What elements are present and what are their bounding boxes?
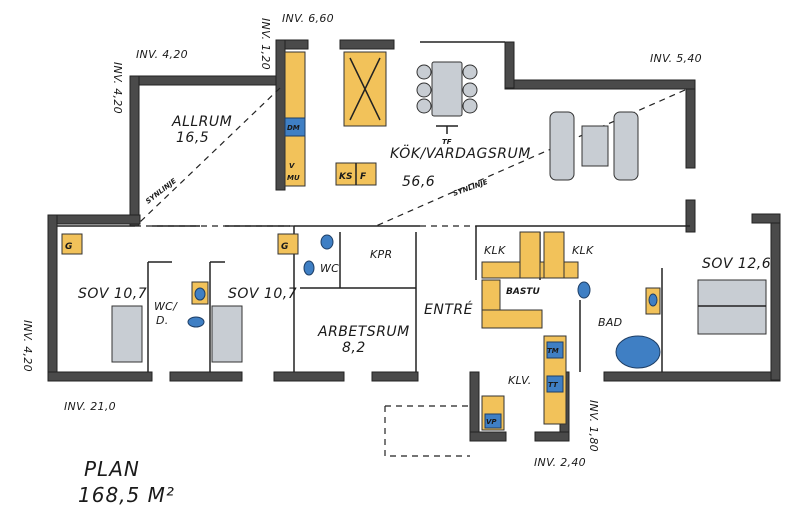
dim-inv-120-top: INV. 1,20 bbox=[259, 18, 272, 70]
dim-inv-540: INV. 5,40 bbox=[650, 52, 702, 65]
dishwasher-label: DM bbox=[287, 124, 300, 132]
room-allrum-name: ALLRUM bbox=[171, 114, 232, 130]
room-kpr: KPR bbox=[370, 248, 392, 261]
ks-label: KS bbox=[339, 172, 352, 182]
dim-inv-240: INV. 2,40 bbox=[534, 456, 586, 469]
room-entre: ENTRÉ bbox=[424, 301, 473, 318]
sightline-label-2: SYNLINJE bbox=[452, 178, 489, 198]
exterior-walls bbox=[47, 39, 781, 442]
tm-label: TM bbox=[547, 347, 559, 355]
tt-label: TT bbox=[548, 381, 559, 389]
dim-inv-420-left: INV. 4,20 bbox=[111, 62, 124, 114]
tf-label: TF bbox=[442, 138, 452, 146]
v-label: V bbox=[289, 162, 295, 170]
dim-inv-420-top: INV. 4,20 bbox=[136, 48, 188, 61]
room-arbetsrum-area: 8,2 bbox=[342, 340, 366, 356]
dim-inv-660: INV. 6,60 bbox=[282, 12, 334, 25]
room-klk-2: KLK bbox=[572, 244, 594, 257]
room-allrum-area: 16,5 bbox=[176, 130, 209, 146]
room-klv: KLV. bbox=[508, 374, 532, 387]
bath-fixtures bbox=[61, 231, 767, 431]
g-label-1: G bbox=[65, 242, 72, 252]
vp-label: VP bbox=[486, 418, 497, 426]
room-kok-area: 56,6 bbox=[402, 174, 435, 190]
dim-inv-210: INV. 21,0 bbox=[64, 400, 116, 413]
room-arbetsrum-name: ARBETSRUM bbox=[317, 324, 410, 340]
kitchen-fixtures bbox=[284, 51, 387, 187]
room-wcd-b: D. bbox=[156, 314, 169, 327]
dining-table bbox=[416, 61, 478, 134]
f-label: F bbox=[360, 172, 367, 182]
room-bastu: BASTU bbox=[506, 287, 540, 297]
room-sov-3: SOV 12,6 bbox=[702, 256, 771, 272]
room-sov-1: SOV 10,7 bbox=[78, 286, 147, 302]
room-wcd-a: WC/ bbox=[154, 300, 178, 313]
plan-area: 168,5 M² bbox=[78, 483, 175, 507]
g-label-2: G bbox=[281, 242, 288, 252]
mu-label: MU bbox=[287, 174, 300, 182]
room-klk-1: KLK bbox=[484, 244, 506, 257]
room-sov-2: SOV 10,7 bbox=[228, 286, 297, 302]
room-wc: WC bbox=[320, 262, 339, 275]
plan-title: PLAN bbox=[84, 457, 140, 481]
room-bad: BAD bbox=[598, 316, 622, 329]
dim-inv-180: INV. 1,80 bbox=[587, 400, 600, 452]
sofa-group bbox=[549, 111, 639, 181]
room-kok-name: KÖK/VARDAGSRUM bbox=[390, 144, 531, 162]
dim-inv-420-bl: INV. 4,20 bbox=[21, 320, 34, 372]
